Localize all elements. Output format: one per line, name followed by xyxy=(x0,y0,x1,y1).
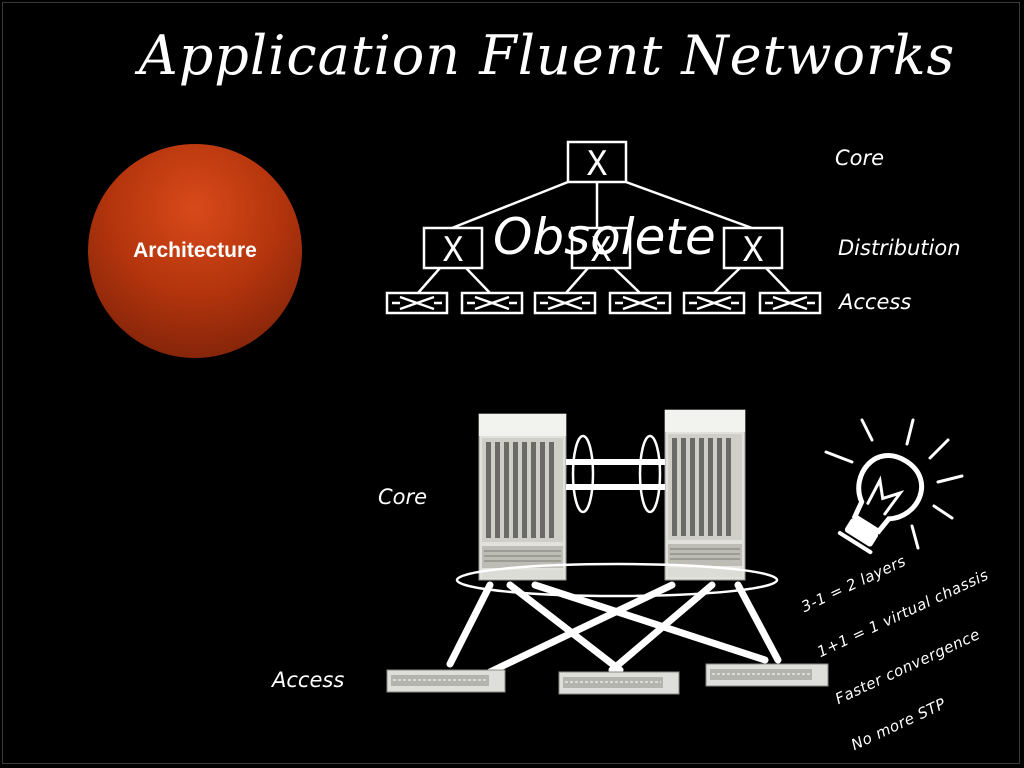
core-chassis-left xyxy=(478,413,567,581)
legacy-distribution-label: Distribution xyxy=(838,236,961,260)
access-switch xyxy=(386,669,506,693)
legacy-core-node: X xyxy=(566,140,628,184)
core-chassis-right xyxy=(664,409,746,581)
legacy-access-label: Access xyxy=(839,290,912,314)
modern-access-label: Access xyxy=(272,668,345,692)
distribution-node-glyph: X xyxy=(743,230,764,270)
architecture-label: Architecture xyxy=(133,239,257,262)
legacy-hierarchy xyxy=(417,180,791,294)
legacy-distribution-nodes: X X X xyxy=(422,226,784,270)
lightbulb-icon xyxy=(824,418,964,555)
modern-core-label: Core xyxy=(378,485,428,509)
slide-title: Application Fluent Networks xyxy=(138,24,956,87)
distribution-node-glyph: X xyxy=(443,230,464,270)
virtual-chassis-links xyxy=(455,434,779,598)
access-switch xyxy=(705,663,829,687)
obsolete-overlay: Obsolete xyxy=(493,208,716,266)
legacy-core-label: Core xyxy=(835,146,885,170)
core-node-glyph: X xyxy=(587,144,608,184)
architecture-circle: Architecture xyxy=(88,144,302,358)
access-uplinks xyxy=(446,581,782,676)
distribution-node-glyph: X xyxy=(591,230,612,270)
legacy-access-nodes xyxy=(385,291,822,315)
access-switch xyxy=(558,671,680,695)
